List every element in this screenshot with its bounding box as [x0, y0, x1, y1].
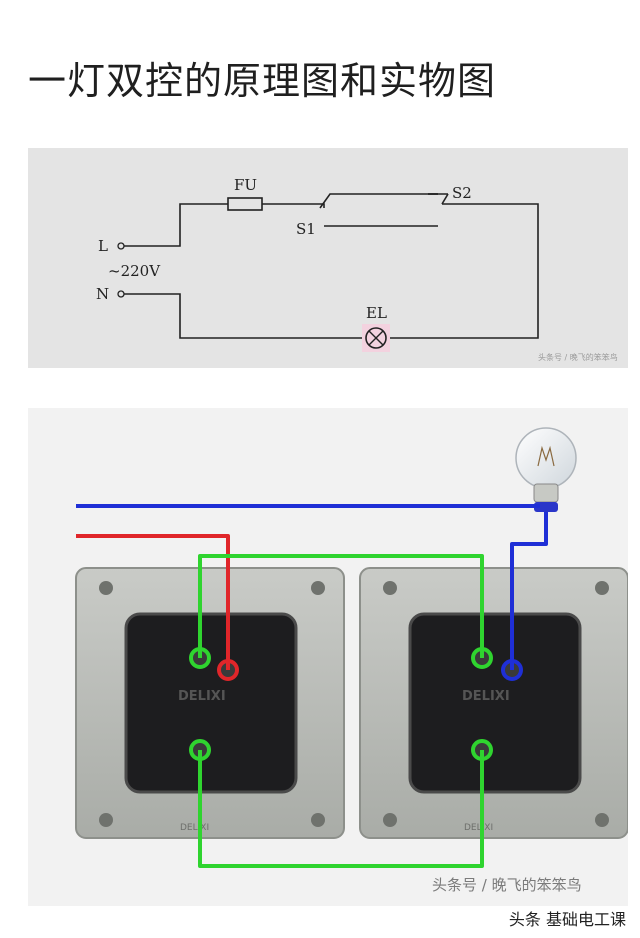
wiring-photo: DELIXI DELIXI DELIXI DELIXI	[28, 408, 628, 906]
live-label: L	[98, 237, 108, 255]
switch-left-brand: DELIXI	[178, 689, 226, 704]
voltage-label: ~220V	[108, 262, 161, 280]
fuse-label: FU	[234, 176, 257, 194]
switch-right-brand: DELIXI	[462, 689, 510, 704]
traveler-wire-top	[198, 554, 484, 658]
neutral-label: N	[96, 285, 109, 303]
traveler-wire-bottom	[198, 750, 484, 868]
switch-left-brand-bottom: DELIXI	[180, 823, 209, 833]
switch2-label: S2	[452, 184, 472, 202]
switched-live-wire	[510, 512, 548, 670]
switch-right: DELIXI DELIXI	[359, 567, 628, 839]
lamp-symbol	[362, 324, 390, 352]
switch-right-brand-bottom: DELIXI	[464, 823, 493, 833]
photo-watermark: 头条号 / 晚飞的笨笨鸟	[432, 876, 582, 894]
wiring-svg: DELIXI DELIXI DELIXI DELIXI	[28, 408, 628, 906]
switch1-label: S1	[296, 220, 316, 238]
page-title: 一灯双控的原理图和实物图	[28, 59, 497, 103]
footer-logo: 头条 基础电工课	[508, 910, 626, 929]
switch-left: DELIXI DELIXI	[75, 567, 345, 839]
schematic-diagram: FU S1 S2 L N ~220V EL 头条号 / 晚飞的笨笨鸟	[28, 148, 628, 368]
schematic-svg: FU S1 S2 L N ~220V EL 头条号 / 晚飞的笨笨鸟	[28, 148, 628, 368]
live-wire	[76, 534, 230, 670]
lamp-label: EL	[366, 304, 387, 322]
schematic-watermark: 头条号 / 晚飞的笨笨鸟	[538, 352, 618, 362]
